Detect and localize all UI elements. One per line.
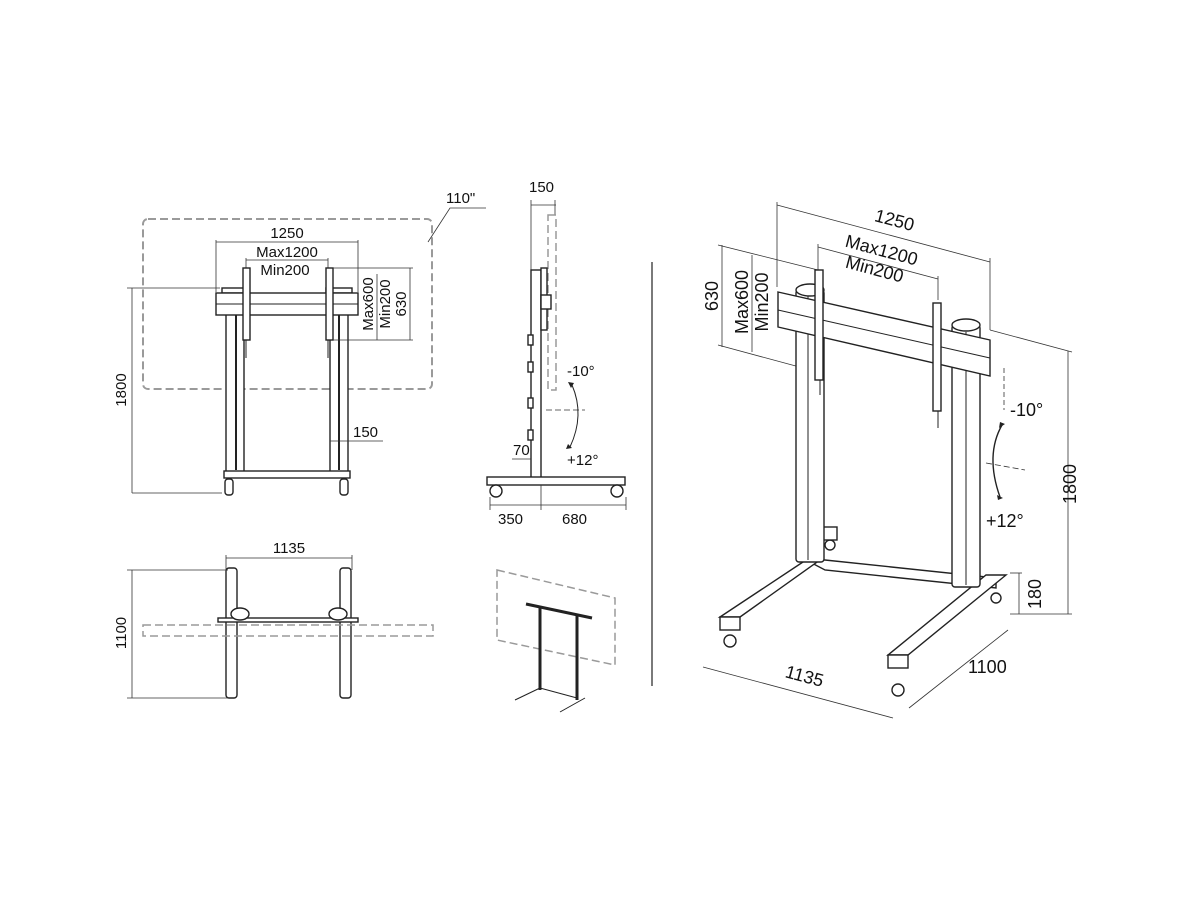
screen-outline-front [142,218,433,390]
iso-base-width-label: 1135 [783,662,826,691]
height-label: 1800 [113,373,130,406]
caster [610,484,624,498]
base-rear-label: 680 [562,511,587,528]
width-label: 1250 [270,225,303,242]
iso-tilt-down-label: +12° [986,511,1024,531]
side-post [530,269,542,479]
right-base-leg [339,567,352,699]
top-depth-label: 1100 [113,617,130,649]
side-tilt-up-label: -10° [567,363,595,380]
caster [339,478,349,496]
left-bracket [242,267,251,341]
side-view: 150 -10° +12° 70 350 680 [486,179,627,528]
side-tilt-down-label: +12° [567,452,598,469]
side-base [486,476,626,486]
caster [891,683,905,697]
top-view: 1135 1100 [113,540,434,699]
caster [990,592,1002,604]
front-view: 110" 1250 Max1200 Min200 Max60 [113,190,486,496]
iso-tilt-arc [992,424,1003,498]
iso-vesa-v-min-label: Min200 [752,272,772,331]
iso-bracket-height-label: 630 [702,281,722,311]
iso-base-depth-label: 1100 [968,657,1007,677]
vesa-h-min-label: Min200 [260,262,309,279]
screen-size-leader [427,207,486,243]
bracket-height-label: 630 [393,291,410,316]
iso-base-height-label: 180 [1025,579,1045,609]
iso-left-bracket [814,269,824,381]
iso-height-label: 1800 [1060,464,1080,504]
top-width-label: 1135 [273,540,305,557]
tilt-arrow-icon [566,382,574,449]
right-bracket [325,267,334,341]
base-bar [223,470,351,479]
post-width-label: 150 [353,424,378,441]
left-base-leg [225,567,238,699]
caster [224,478,234,496]
top-crossbar [217,617,359,623]
base-front-label: 350 [498,511,523,528]
tilt-arc [569,384,579,448]
screen-outline-top [142,624,434,637]
iso-view: 1250 Max1200 Min200 630 Max600 Min200 [702,202,1080,719]
iso-right-bracket [932,302,942,412]
caster [489,484,503,498]
vesa-v-max-label: Max600 [360,277,377,330]
small-iso-view [496,569,616,713]
vesa-v-min-label: Min200 [377,279,394,328]
offset-label: 70 [513,442,530,459]
left-base-foot [719,616,741,631]
iso-vesa-v-max-label: Max600 [732,270,752,334]
iso-width-label: 1250 [873,205,917,235]
side-depth-label: 150 [529,179,554,196]
vesa-h-max-label: Max1200 [256,244,318,261]
caster [824,539,836,551]
iso-tilt-up-label: -10° [1010,400,1043,420]
screen-size-label: 110" [446,190,475,207]
right-base-foot [887,654,909,669]
caster [723,634,737,648]
